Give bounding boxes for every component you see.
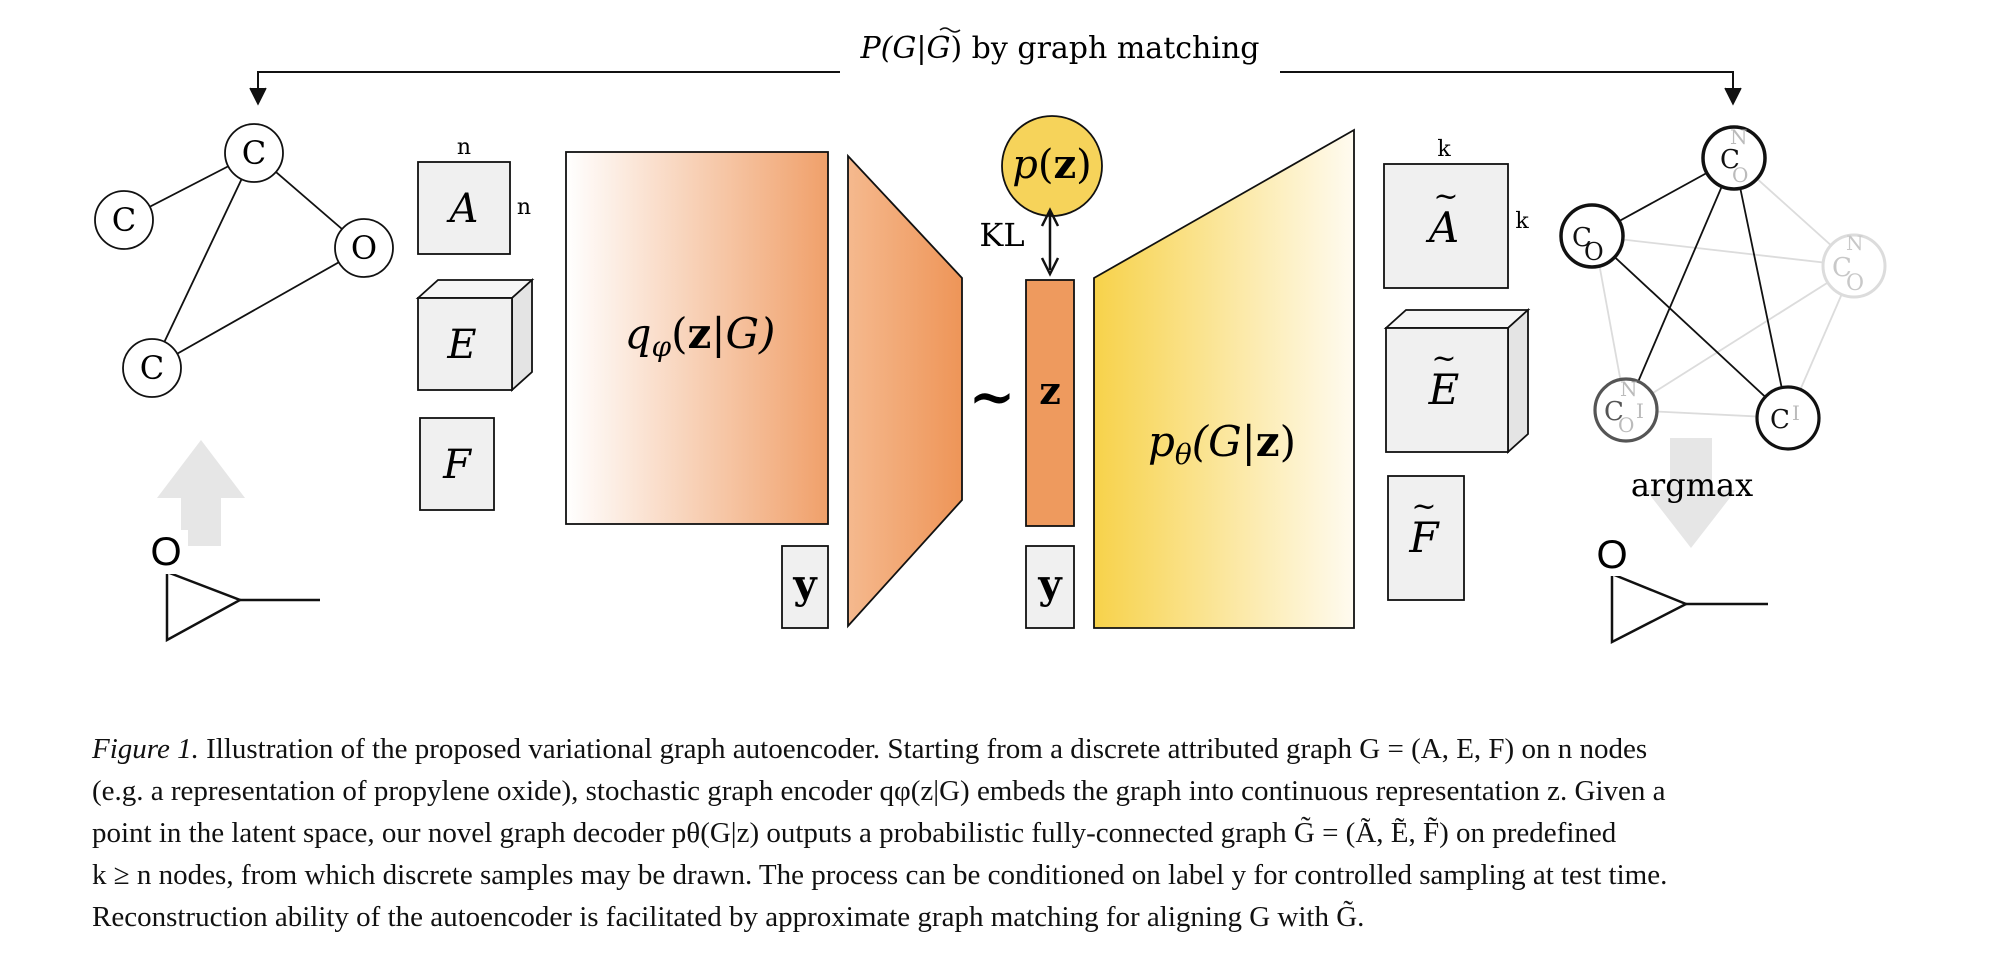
up-arrow-icon [157, 440, 245, 546]
caption-line-1: Figure 1. Illustration of the proposed v… [92, 733, 1648, 765]
output-graph: C N O C O C N O C N O I C I [1559, 125, 1887, 451]
decoder-label: pθ(G|z) [1148, 417, 1296, 471]
graph-matching-arrow: P(G|G) by graph matching [249, 27, 1742, 106]
sampling-tilde: ~ [969, 364, 1016, 430]
svg-text:C: C [1720, 145, 1740, 175]
matrix-f-tilde [1387, 475, 1465, 601]
svg-text:F: F [442, 442, 472, 488]
output-node [1701, 125, 1767, 191]
svg-text:N: N [1620, 377, 1638, 401]
output-node [1559, 203, 1625, 269]
svg-text:~: ~ [1411, 489, 1436, 524]
encoder-label: qφ(z|G) [625, 309, 776, 363]
decoder: pθ(G|z) [1093, 128, 1355, 629]
caption-line-2: (e.g. a representation of propylene oxid… [92, 775, 1666, 807]
caption-line-3: point in the latent space, our novel gra… [92, 817, 1617, 849]
encoder-block [565, 151, 829, 525]
input-molecule-atom: O [150, 530, 181, 574]
matrix-a [417, 161, 511, 255]
decoder-block [1093, 128, 1355, 629]
dim-k-top: k [1437, 137, 1451, 162]
latent-y-box [1025, 545, 1075, 629]
gtilde: G [926, 31, 950, 66]
encoder: qφ(z|G) y [565, 151, 963, 629]
input-node [334, 218, 394, 278]
input-node-label: C [242, 134, 266, 172]
svg-text:C: C [1604, 397, 1624, 427]
svg-text:y: y [792, 561, 818, 608]
input-matrices: n A n E F [415, 135, 535, 511]
prior-label: p(z) [1012, 141, 1092, 188]
dim-n-top: n [457, 135, 471, 160]
input-node-label: C [140, 349, 164, 387]
svg-text:N: N [1846, 231, 1864, 255]
svg-text:A: A [446, 186, 479, 232]
input-node [94, 190, 154, 250]
encoder-y-box [781, 545, 829, 629]
svg-text:z: z [1039, 368, 1061, 413]
output-molecule-atom: O [1596, 533, 1627, 577]
caption-line-5: Reconstruction ability of the autoencode… [92, 901, 1365, 933]
svg-text:y: y [1037, 561, 1063, 608]
down-arrow-icon [1646, 438, 1736, 548]
svg-text:I: I [1792, 401, 1800, 425]
figure-caption: Figure 1. Illustration of the proposed v… [92, 728, 1912, 938]
graph-matching-label: P(G|G) by graph matching [860, 31, 1260, 66]
svg-text:~: ~ [1431, 341, 1456, 376]
svg-text:I: I [1636, 399, 1644, 423]
latent: z y [1025, 279, 1075, 629]
svg-text:O: O [1732, 163, 1748, 187]
output-node [1755, 385, 1821, 451]
input-node [122, 338, 182, 398]
output-molecule [1610, 572, 1768, 645]
prior: p(z) KL [979, 115, 1103, 277]
svg-text:C: C [1770, 405, 1790, 435]
svg-text:O: O [1618, 413, 1634, 437]
svg-text:O: O [1584, 238, 1604, 266]
caption-label: Figure 1. [92, 733, 199, 765]
svg-text:E: E [446, 322, 476, 368]
input-node-label: O [351, 229, 377, 267]
svg-text:~: ~ [1433, 179, 1458, 214]
input-node-label: C [112, 201, 136, 239]
matrix-a-tilde [1383, 163, 1509, 289]
dim-n-side: n [517, 195, 531, 220]
latent-z-block [1025, 279, 1075, 527]
dim-k-side: k [1515, 209, 1529, 234]
output-node [1821, 233, 1887, 299]
kl-label: KL [979, 216, 1024, 254]
output-matrices: k A ~ k E ~ F ~ [1383, 137, 1531, 601]
svg-text:A: A [1425, 203, 1459, 252]
svg-text:F: F [1408, 513, 1440, 562]
svg-text:O: O [1846, 271, 1864, 296]
input-molecule [165, 570, 320, 643]
svg-text:E: E [1428, 365, 1460, 414]
input-node [224, 123, 284, 183]
svg-text:C: C [1832, 253, 1852, 283]
tensor-e-tilde: E ~ [1383, 307, 1531, 455]
svg-text:N: N [1730, 125, 1748, 149]
svg-text:C: C [1572, 223, 1592, 253]
caption-line-4: k ≥ n nodes, from which discrete samples… [92, 859, 1668, 891]
encoder-funnel [847, 153, 963, 629]
output-node [1593, 377, 1659, 443]
matrix-f [419, 417, 495, 511]
vae-diagram: P(G|G) by graph matching C C O C O n A n [94, 27, 1887, 645]
input-graph [94, 123, 394, 398]
argmax-label: argmax [1631, 466, 1753, 504]
tensor-e: E [415, 277, 535, 393]
